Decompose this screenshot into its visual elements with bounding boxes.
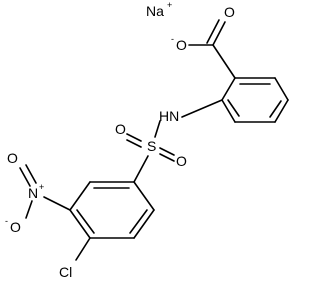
bond bbox=[133, 181, 155, 211]
nitro-nitrogen-charge: + bbox=[39, 182, 44, 192]
nitro-oxygen-bottom-label: O bbox=[10, 219, 21, 235]
sulfur-label: S bbox=[147, 138, 156, 154]
chloro-substituent: Cl bbox=[59, 237, 91, 280]
bond bbox=[69, 209, 91, 239]
bond bbox=[25, 164, 37, 184]
bond bbox=[159, 153, 175, 162]
carboxylate-oxygen-label: O bbox=[176, 37, 187, 53]
sulfonyl-group: S O O bbox=[115, 121, 187, 183]
bond bbox=[25, 200, 33, 219]
bond bbox=[227, 99, 240, 117]
bond bbox=[269, 100, 282, 118]
bond bbox=[126, 139, 142, 148]
structure-diagram: Na + O O - HN S O O bbox=[5, 0, 289, 280]
benzoate-ring bbox=[221, 77, 289, 123]
nitro-group: N + O O - bbox=[5, 150, 71, 235]
bond bbox=[43, 196, 71, 211]
nh-label: HN bbox=[159, 108, 179, 124]
amine-linker: HN bbox=[154, 99, 223, 138]
bond bbox=[129, 209, 148, 234]
bond bbox=[133, 209, 155, 239]
nitro-oxygen-top-label: O bbox=[7, 150, 18, 166]
chloronitrophenyl-ring bbox=[69, 181, 155, 239]
carbonyl-oxygen-label: O bbox=[224, 4, 235, 20]
nitro-nitrogen-label: N bbox=[28, 185, 38, 201]
bond bbox=[154, 120, 161, 138]
bond bbox=[133, 155, 149, 183]
bond bbox=[212, 21, 226, 46]
bond bbox=[76, 209, 95, 234]
nitro-oxygen-bottom-charge: - bbox=[5, 216, 8, 226]
bond bbox=[159, 147, 175, 156]
bond bbox=[274, 77, 289, 101]
sodium-label: Na bbox=[146, 3, 164, 19]
carboxylate-group: O O - bbox=[171, 4, 236, 79]
bond bbox=[221, 99, 236, 123]
bond bbox=[206, 19, 220, 44]
carboxylate-charge: - bbox=[171, 34, 174, 44]
bond bbox=[75, 237, 91, 261]
bond bbox=[126, 133, 142, 142]
bond bbox=[221, 77, 236, 101]
bond bbox=[274, 99, 289, 123]
sodium-charge: + bbox=[167, 0, 172, 10]
bond bbox=[212, 44, 236, 79]
bond bbox=[181, 99, 223, 118]
sulfonyl-oxygen-right-label: O bbox=[176, 153, 187, 169]
molecule-svg: Na + O O - HN S O O bbox=[5, 0, 289, 280]
chlorine-label: Cl bbox=[59, 264, 72, 280]
bond bbox=[69, 181, 91, 211]
bond bbox=[19, 167, 31, 187]
sulfonyl-oxygen-left-label: O bbox=[115, 121, 126, 137]
